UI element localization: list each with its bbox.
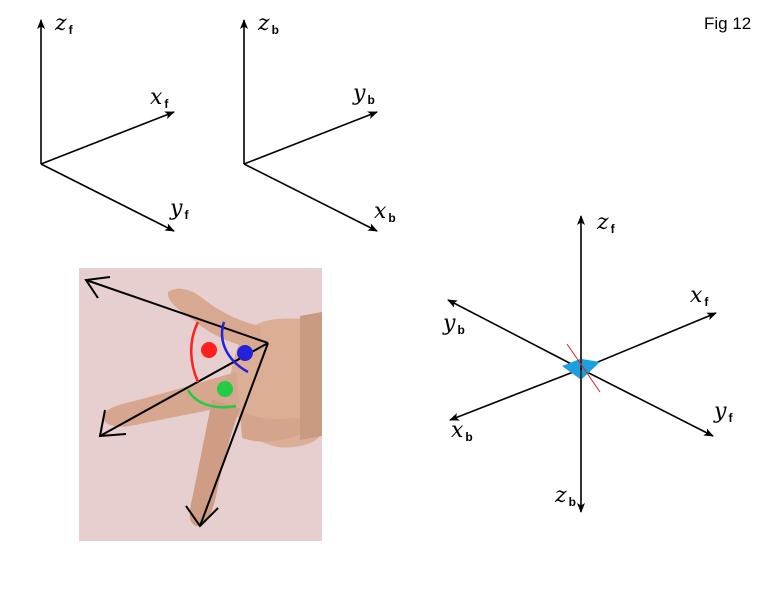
wrist <box>300 312 322 440</box>
combined-xb-axis <box>449 368 582 421</box>
combined-xf-axis <box>580 312 717 370</box>
frame-b-x-axis <box>243 163 378 232</box>
hand-photo <box>79 268 322 541</box>
middle-finger <box>189 400 240 527</box>
green-arc <box>186 389 237 409</box>
curled-fingers <box>240 410 304 442</box>
red-dot <box>201 342 217 358</box>
index-finger <box>103 372 241 427</box>
photo-axis-thumb <box>85 279 269 344</box>
frame-f-x-axis <box>40 111 175 165</box>
photo-arrowhead-thumb <box>84 276 111 299</box>
photo-arrowhead-index <box>98 409 127 438</box>
origin-blue-wedge-right <box>582 359 600 379</box>
photo-arrowhead-middle <box>185 505 219 528</box>
thumb <box>167 288 262 350</box>
blue-dot <box>237 345 253 361</box>
red-arc <box>190 321 200 383</box>
frame-b-y-axis <box>243 111 378 165</box>
origin-blue-wedge-left <box>562 359 580 379</box>
frame-f-y-axis <box>40 163 175 232</box>
combined-yb-axis <box>447 299 582 370</box>
combined-yf-axis <box>580 368 714 437</box>
photo-axis-middle <box>199 342 269 527</box>
origin-red-line <box>566 343 601 393</box>
figure-label: Fig 12 <box>704 14 752 33</box>
green-dot <box>217 381 233 397</box>
blue-arc <box>220 321 249 374</box>
